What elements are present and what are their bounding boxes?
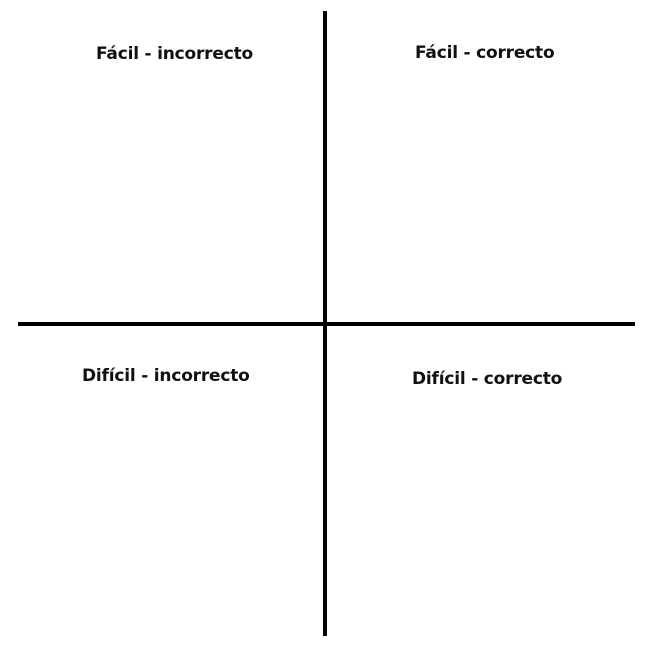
quadrant-label-easy-incorrect: Fácil - incorrecto [96, 44, 253, 64]
quadrant-label-hard-correct: Difícil - correcto [412, 369, 563, 389]
horizontal-axis-line [18, 322, 635, 326]
quadrant-label-hard-incorrect: Difícil - incorrecto [82, 366, 250, 386]
quadrant-label-easy-correct: Fácil - correcto [415, 43, 555, 63]
